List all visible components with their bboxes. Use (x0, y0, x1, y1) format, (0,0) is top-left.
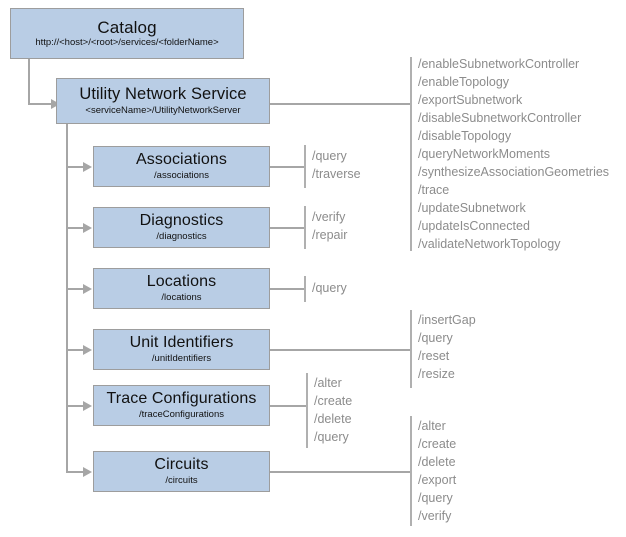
node-utility-network-service-title: Utility Network Service (79, 84, 247, 103)
operations-locations: /query (312, 279, 347, 297)
connector-locations-to-ops (270, 288, 305, 290)
node-circuits[interactable]: Circuits /circuits (93, 451, 270, 492)
node-associations-subtitle: /associations (154, 170, 209, 182)
operations-unit-identifiers: /insertGap/query/reset/resize (418, 311, 476, 383)
operations-trace-configurations: /alter/create/delete/query (314, 374, 352, 446)
connector-catalog-horizontal (28, 103, 52, 105)
operation-item: /updateIsConnected (418, 219, 530, 233)
connector-branch-associations (66, 166, 84, 168)
operations-circuits: /alter/create/delete/export/query/verify (418, 417, 456, 525)
operation-item: /delete (314, 412, 352, 426)
connector-branch-unit-identifiers (66, 349, 84, 351)
arrow-to-trace-configurations (83, 401, 92, 411)
node-trace-configurations-subtitle: /traceConfigurations (138, 409, 225, 421)
node-utility-network-service-subtitle: <serviceName>/UtilityNetworkServer (85, 105, 241, 117)
operation-item: /alter (314, 376, 342, 390)
node-unit-identifiers-subtitle: /unitIdentifiers (151, 353, 212, 365)
connector-branch-trace-configurations (66, 405, 84, 407)
opbar-trace-configurations (306, 373, 308, 448)
node-trace-configurations-title: Trace Configurations (106, 389, 257, 407)
node-circuits-title: Circuits (154, 455, 209, 473)
operation-item: /export (418, 473, 457, 487)
node-diagnostics-subtitle: /diagnostics (156, 231, 207, 243)
operation-item: /delete (418, 455, 456, 469)
connector-unit-identifiers-to-ops (270, 349, 411, 351)
arrow-to-diagnostics (83, 223, 92, 233)
operation-item: /resize (418, 367, 455, 381)
connector-circuits-to-ops (270, 471, 411, 473)
operation-item: /reset (418, 349, 450, 363)
node-utility-network-service[interactable]: Utility Network Service <serviceName>/Ut… (56, 78, 270, 124)
operation-item: /enableSubnetworkController (418, 57, 580, 71)
opbar-service (410, 57, 412, 251)
arrow-to-locations (83, 284, 92, 294)
operation-item: /query (418, 491, 453, 505)
operation-item: /query (312, 149, 347, 163)
connector-catalog-vertical (28, 59, 30, 104)
opbar-associations (304, 145, 306, 188)
operation-item: /disableSubnetworkController (418, 111, 582, 125)
connector-trace-configurations-to-ops (270, 405, 307, 407)
operation-item: /validateNetworkTopology (418, 237, 561, 251)
arrow-to-unit-identifiers (83, 345, 92, 355)
node-catalog-title: Catalog (97, 17, 157, 37)
operation-item: /alter (418, 419, 446, 433)
arrow-catalog-to-service (51, 99, 60, 109)
operation-item: /query (418, 331, 453, 345)
operation-item: /synthesizeAssociationGeometries (418, 165, 610, 179)
node-locations-title: Locations (146, 272, 217, 290)
operation-item: /verify (312, 210, 346, 224)
arrow-to-associations (83, 162, 92, 172)
connector-service-trunk (66, 124, 68, 472)
operation-item: /trace (418, 183, 450, 197)
operation-item: /traverse (312, 167, 361, 181)
node-diagnostics[interactable]: Diagnostics /diagnostics (93, 207, 270, 248)
operation-item: /repair (312, 228, 348, 242)
operation-item: /insertGap (418, 313, 476, 327)
operation-item: /disableTopology (418, 129, 512, 143)
operation-item: /query (314, 430, 349, 444)
operation-item: /create (418, 437, 457, 451)
node-locations-subtitle: /locations (161, 292, 202, 304)
connector-branch-circuits (66, 471, 84, 473)
connector-diagnostics-to-ops (270, 227, 305, 229)
operation-item: /exportSubnetwork (418, 93, 523, 107)
node-trace-configurations[interactable]: Trace Configurations /traceConfiguration… (93, 385, 270, 426)
arrow-to-circuits (83, 467, 92, 477)
opbar-diagnostics (304, 206, 306, 249)
connector-branch-diagnostics (66, 227, 84, 229)
node-circuits-subtitle: /circuits (165, 475, 198, 487)
operation-item: /updateSubnetwork (418, 201, 526, 215)
node-catalog-subtitle: http://<host>/<root>/services/<folderNam… (35, 37, 219, 49)
operation-item: /query (312, 281, 347, 295)
operation-item: /enableTopology (418, 75, 510, 89)
operations-service: /enableSubnetworkController/enableTopolo… (418, 55, 609, 253)
connector-associations-to-ops (270, 166, 305, 168)
connector-service-to-ops (270, 103, 411, 105)
node-catalog[interactable]: Catalog http://<host>/<root>/services/<f… (10, 8, 244, 59)
node-unit-identifiers[interactable]: Unit Identifiers /unitIdentifiers (93, 329, 270, 370)
opbar-circuits (410, 416, 412, 526)
connector-branch-locations (66, 288, 84, 290)
opbar-unit-identifiers (410, 310, 412, 388)
operation-item: /create (314, 394, 353, 408)
opbar-locations (304, 276, 306, 302)
operations-associations: /query/traverse (312, 147, 361, 183)
node-associations-title: Associations (135, 150, 228, 168)
operation-item: /queryNetworkMoments (418, 147, 550, 161)
operation-item: /verify (418, 509, 452, 523)
node-locations[interactable]: Locations /locations (93, 268, 270, 309)
node-associations[interactable]: Associations /associations (93, 146, 270, 187)
node-unit-identifiers-title: Unit Identifiers (129, 333, 234, 351)
operations-diagnostics: /verify/repair (312, 208, 347, 244)
node-diagnostics-title: Diagnostics (139, 211, 224, 229)
